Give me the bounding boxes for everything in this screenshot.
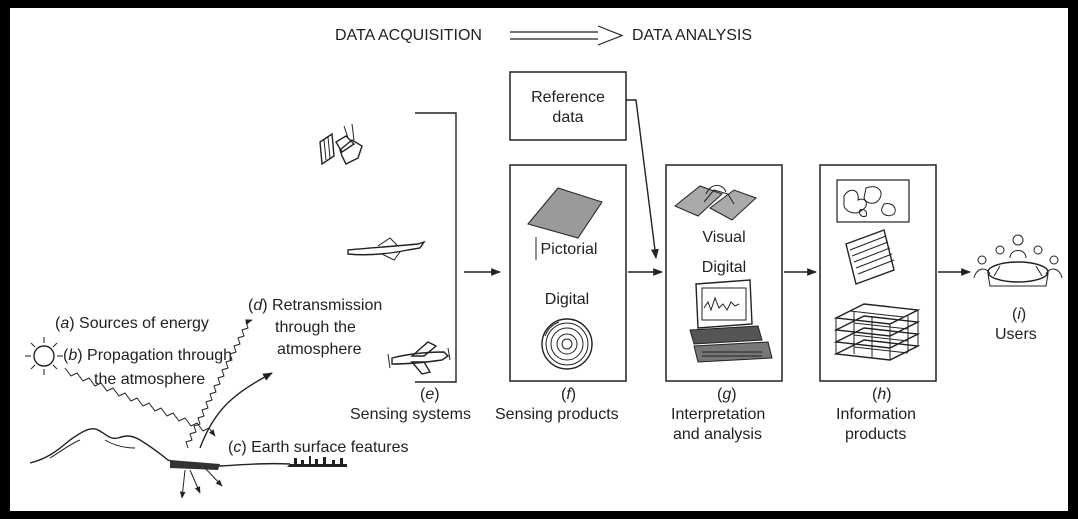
label-d-line3: atmosphere <box>277 341 362 358</box>
city-skyline-icon <box>287 456 347 467</box>
sensing-pictorial-label: Pictorial <box>541 241 598 258</box>
stereo-image-icon <box>674 185 757 221</box>
3d-grid-icon <box>833 303 921 361</box>
sensing-digital-label: Digital <box>545 291 589 308</box>
diagram-frame: DATA ACQUISITION DATA ANALYSIS (a) Sourc… <box>10 8 1068 511</box>
interp-visual-label: Visual <box>702 229 745 246</box>
reference-data-line1: Reference <box>531 89 605 106</box>
label-g-text2: and analysis <box>673 426 762 443</box>
label-i-text: Users <box>995 326 1037 343</box>
photo-sheet-icon <box>527 187 603 239</box>
label-f-text: Sensing products <box>495 406 619 423</box>
reference-data-box <box>509 71 627 141</box>
satellite-icon <box>319 123 363 166</box>
data-table-icon <box>845 229 895 285</box>
header-data-acquisition: DATA ACQUISITION <box>335 27 482 44</box>
map-icon <box>836 179 910 223</box>
label-h-text2: products <box>845 426 906 443</box>
energy-propagation-wave <box>64 367 216 437</box>
sensing-systems-bracket <box>415 112 457 383</box>
reference-data-line2: data <box>552 109 583 126</box>
jet-icon <box>347 237 426 261</box>
reference-to-interpretation-arrow <box>626 99 659 259</box>
label-f: (f) <box>561 386 576 403</box>
label-e: (e) <box>420 386 440 403</box>
sun-icon <box>25 337 63 375</box>
mountains-icon <box>29 428 347 499</box>
users-meeting-icon <box>973 234 1063 287</box>
label-i: (i) <box>1012 306 1026 323</box>
header-double-arrow <box>510 25 624 46</box>
remote-sensing-process-diagram: DATA ACQUISITION DATA ANALYSIS (a) Sourc… <box>25 25 1063 499</box>
computer-workstation-icon <box>689 279 773 363</box>
label-c: (c) Earth surface features <box>228 439 409 456</box>
label-d-line2: through the <box>275 319 356 336</box>
cd-disc-icon <box>541 318 593 370</box>
label-h-text1: Information <box>836 406 916 423</box>
label-g-text1: Interpretation <box>671 406 765 423</box>
label-d: (d) Retransmission <box>248 297 382 314</box>
label-a: (a) Sources of energy <box>55 315 209 332</box>
label-h: (h) <box>872 386 892 403</box>
label-b: (b) Propagation through <box>63 347 232 364</box>
retransmission-wave <box>185 319 273 449</box>
label-g: (g) <box>717 386 737 403</box>
label-b-line2: the atmosphere <box>94 371 205 388</box>
header-data-analysis: DATA ANALYSIS <box>632 27 752 44</box>
label-e-text: Sensing systems <box>350 406 471 423</box>
propeller-plane-icon <box>387 341 451 375</box>
interp-digital-label: Digital <box>702 259 746 276</box>
